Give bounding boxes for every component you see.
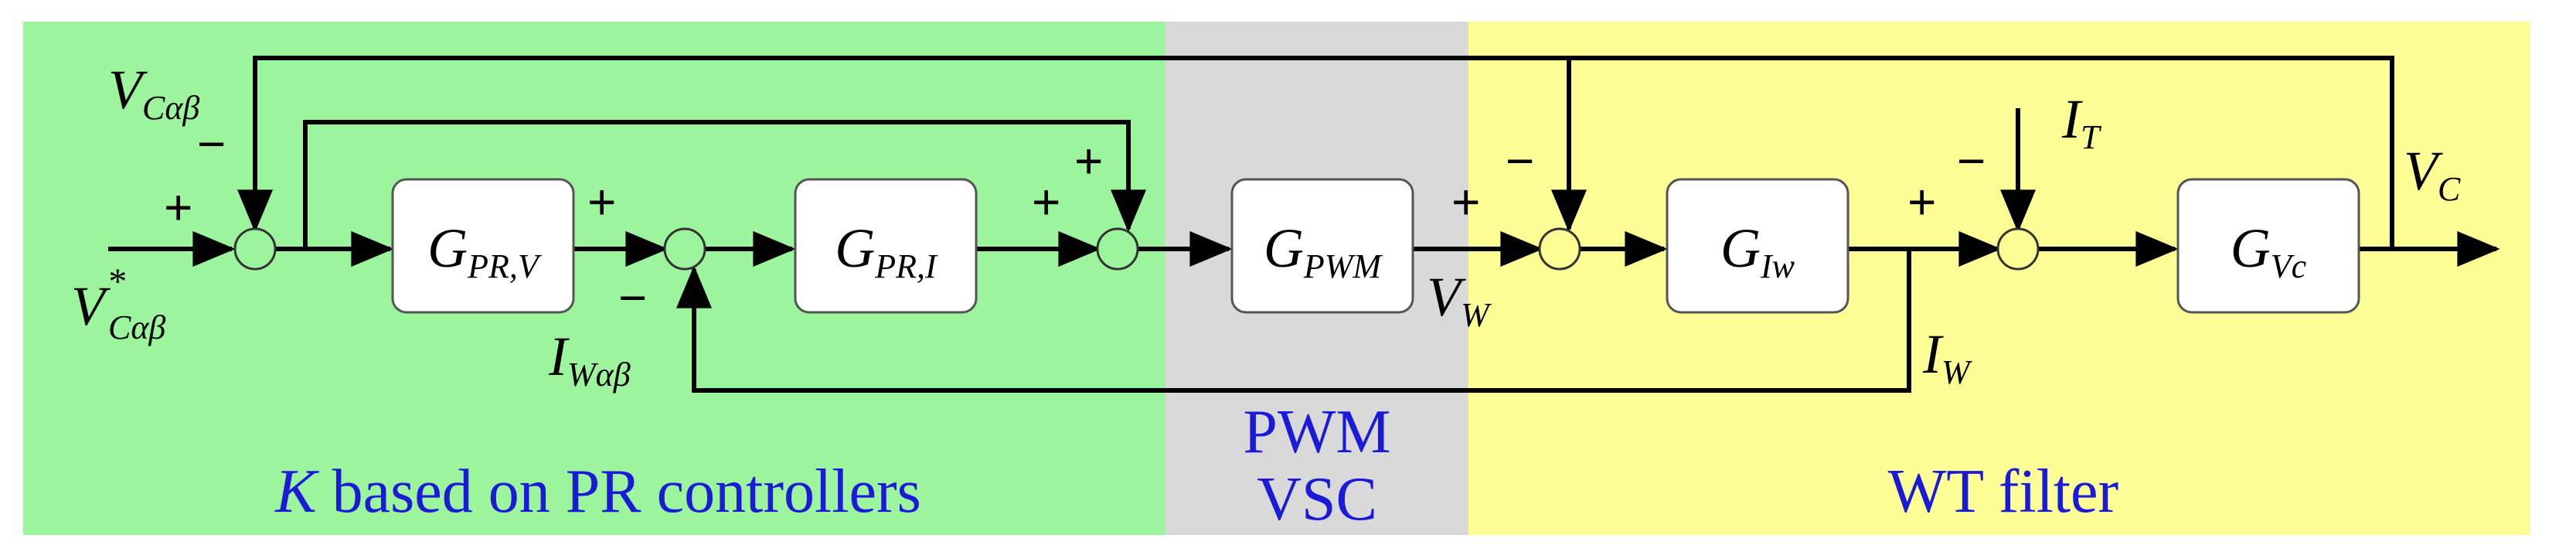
giw-base: G: [1720, 217, 1761, 279]
pwm-region-title-line2: VSC: [1257, 465, 1377, 533]
sign-s3-in: +: [1032, 174, 1060, 230]
iw-feedback-wire: [676, 249, 1911, 393]
vcab-ref-label: V*Cαβ: [71, 261, 165, 346]
gprv-sub: PR,V: [467, 247, 543, 285]
sign-s4-in: +: [1451, 174, 1480, 230]
sign-s2-fb: −: [618, 270, 647, 325]
gvc-sub: Vc: [2271, 247, 2307, 285]
svg-text:GPR,V: GPR,V: [427, 217, 543, 285]
sum-junction-1: [233, 227, 277, 271]
gpri-base: G: [835, 217, 875, 279]
giw-sub: Iw: [1760, 247, 1795, 285]
svg-text:GPR,I: GPR,I: [835, 217, 938, 285]
sign-s4-fb: −: [1506, 133, 1534, 189]
gvc-block: GVc: [2176, 178, 2360, 314]
filter-region-title: WT filter: [1888, 458, 2118, 526]
vc-feedback-wire: [237, 56, 2394, 249]
sum-junction-4: [1538, 227, 1581, 271]
svg-text:GVc: GVc: [2231, 217, 2307, 285]
sum-junction-3: [1096, 227, 1139, 271]
sum-junction-5: [1996, 227, 2040, 271]
controller-region-title: K based on PR controllers: [274, 458, 920, 526]
sign-s3-ff: +: [1074, 133, 1103, 189]
gpri-sub: PR,I: [874, 247, 938, 285]
sign-s5-in: +: [1907, 174, 1936, 230]
sign-s5-it: −: [1957, 133, 1986, 189]
feedforward-wire: [303, 120, 1146, 249]
sign-s1-fb: −: [197, 116, 226, 172]
it-label: IT: [2061, 88, 2102, 156]
gvc-base: G: [2231, 217, 2271, 279]
pwm-region-title-line1: PWM: [1243, 398, 1390, 466]
vw-label: VW: [1427, 266, 1492, 334]
svg-text:GPWM: GPWM: [1264, 217, 1383, 285]
iwab-label: IWαβ: [548, 325, 631, 394]
gprv-base: G: [427, 217, 468, 279]
sign-s1-ref: +: [164, 179, 192, 235]
gpri-block: GPR,I: [794, 178, 978, 314]
giw-block: GIw: [1666, 178, 1849, 314]
vcab-feedback-label: VCαβ: [108, 59, 199, 127]
svg-text:GIw: GIw: [1720, 217, 1795, 285]
iw-label: IW: [1922, 323, 1972, 391]
gpwm-block: GPWM: [1230, 178, 1414, 314]
controller-region: [23, 22, 1173, 535]
vc-label: VC: [2404, 140, 2461, 208]
sign-s2-in: +: [587, 174, 616, 230]
gpwm-base: G: [1264, 217, 1304, 279]
gprv-block: GPR,V: [391, 178, 575, 314]
sum-junction-2: [663, 227, 706, 271]
gpwm-sub: PWM: [1303, 247, 1383, 285]
